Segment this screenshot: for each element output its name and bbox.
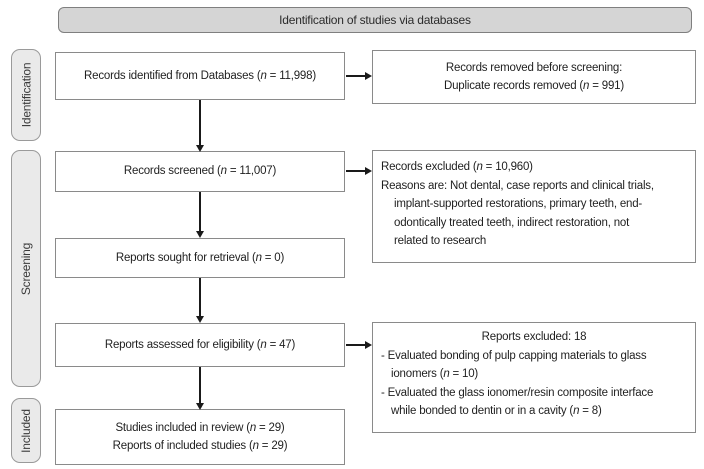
banner-identification-via-databases: Identification of studies via databases (58, 7, 692, 33)
records-removed-line: Records removed before screening: (445, 61, 623, 74)
reports-assessed-text: Reports assessed for eligibility (n = 47… (104, 338, 296, 351)
studies-included-line: Studies included in review (n = 29) (115, 421, 285, 434)
reports-sought-text: Reports sought for retrieval (n = 0) (115, 251, 285, 264)
excluded-reason-line: ionomers (n = 10) (391, 368, 479, 380)
arrow-screened-to-excluded (346, 167, 372, 174)
box-records-removed-before-screening: Records removed before screening: Duplic… (372, 50, 696, 104)
exclusion-reasons-line: odontically treated teeth, indirect rest… (394, 216, 630, 229)
stage-pill-identification: Identification (11, 49, 41, 141)
arrow-identified-to-removed (346, 72, 372, 79)
records-screened-text: Records screened (n = 11,007) (123, 165, 277, 178)
box-records-screened: Records screened (n = 11,007) (55, 151, 345, 192)
excluded-reason-line: - Evaluated bonding of pulp capping mate… (381, 349, 647, 362)
box-records-excluded: Records excluded (n = 10,960) Reasons ar… (372, 150, 696, 263)
arrow-screened-to-sought (196, 192, 203, 238)
banner-label: Identification of studies via databases (279, 13, 471, 27)
records-identified-text: Records identified from Databases (n = 1… (84, 69, 316, 82)
stage-pill-identification-label: Identification (19, 62, 34, 128)
arrow-assessed-to-excluded (346, 341, 372, 348)
excluded-reason-line: while bonded to dentin or in a cavity (n… (391, 405, 602, 417)
box-reports-excluded: Reports excluded: 18 - Evaluated bonding… (372, 322, 696, 433)
box-reports-sought: Reports sought for retrieval (n = 0) (55, 238, 345, 278)
exclusion-reasons-line: Reasons are: Not dental, case reports an… (381, 179, 654, 192)
arrow-sought-to-assessed (196, 278, 203, 323)
exclusion-reasons-line: implant-supported restorations, primary … (394, 198, 643, 210)
excluded-reason-line: - Evaluated the glass ionomer/resin comp… (381, 386, 654, 399)
box-studies-included: Studies included in review (n = 29) Repo… (55, 409, 345, 465)
stage-pill-included: Included (11, 398, 41, 463)
reports-included-line: Reports of included studies (n = 29) (112, 440, 288, 452)
exclusion-reasons-line: related to research (394, 235, 487, 247)
stage-pill-screening-label: Screening (19, 242, 33, 295)
stage-pill-included-label: Included (19, 408, 33, 453)
stage-pill-screening: Screening (11, 150, 41, 387)
records-excluded-line: Records excluded (n = 10,960) (381, 161, 533, 173)
duplicate-records-line: Duplicate records removed (n = 991) (444, 80, 624, 92)
reports-excluded-title: Reports excluded: 18 (481, 331, 587, 343)
arrow-identified-to-screened (196, 100, 203, 152)
arrow-assessed-to-included (196, 367, 203, 410)
box-records-identified: Records identified from Databases (n = 1… (55, 52, 345, 100)
box-reports-assessed: Reports assessed for eligibility (n = 47… (55, 323, 345, 367)
